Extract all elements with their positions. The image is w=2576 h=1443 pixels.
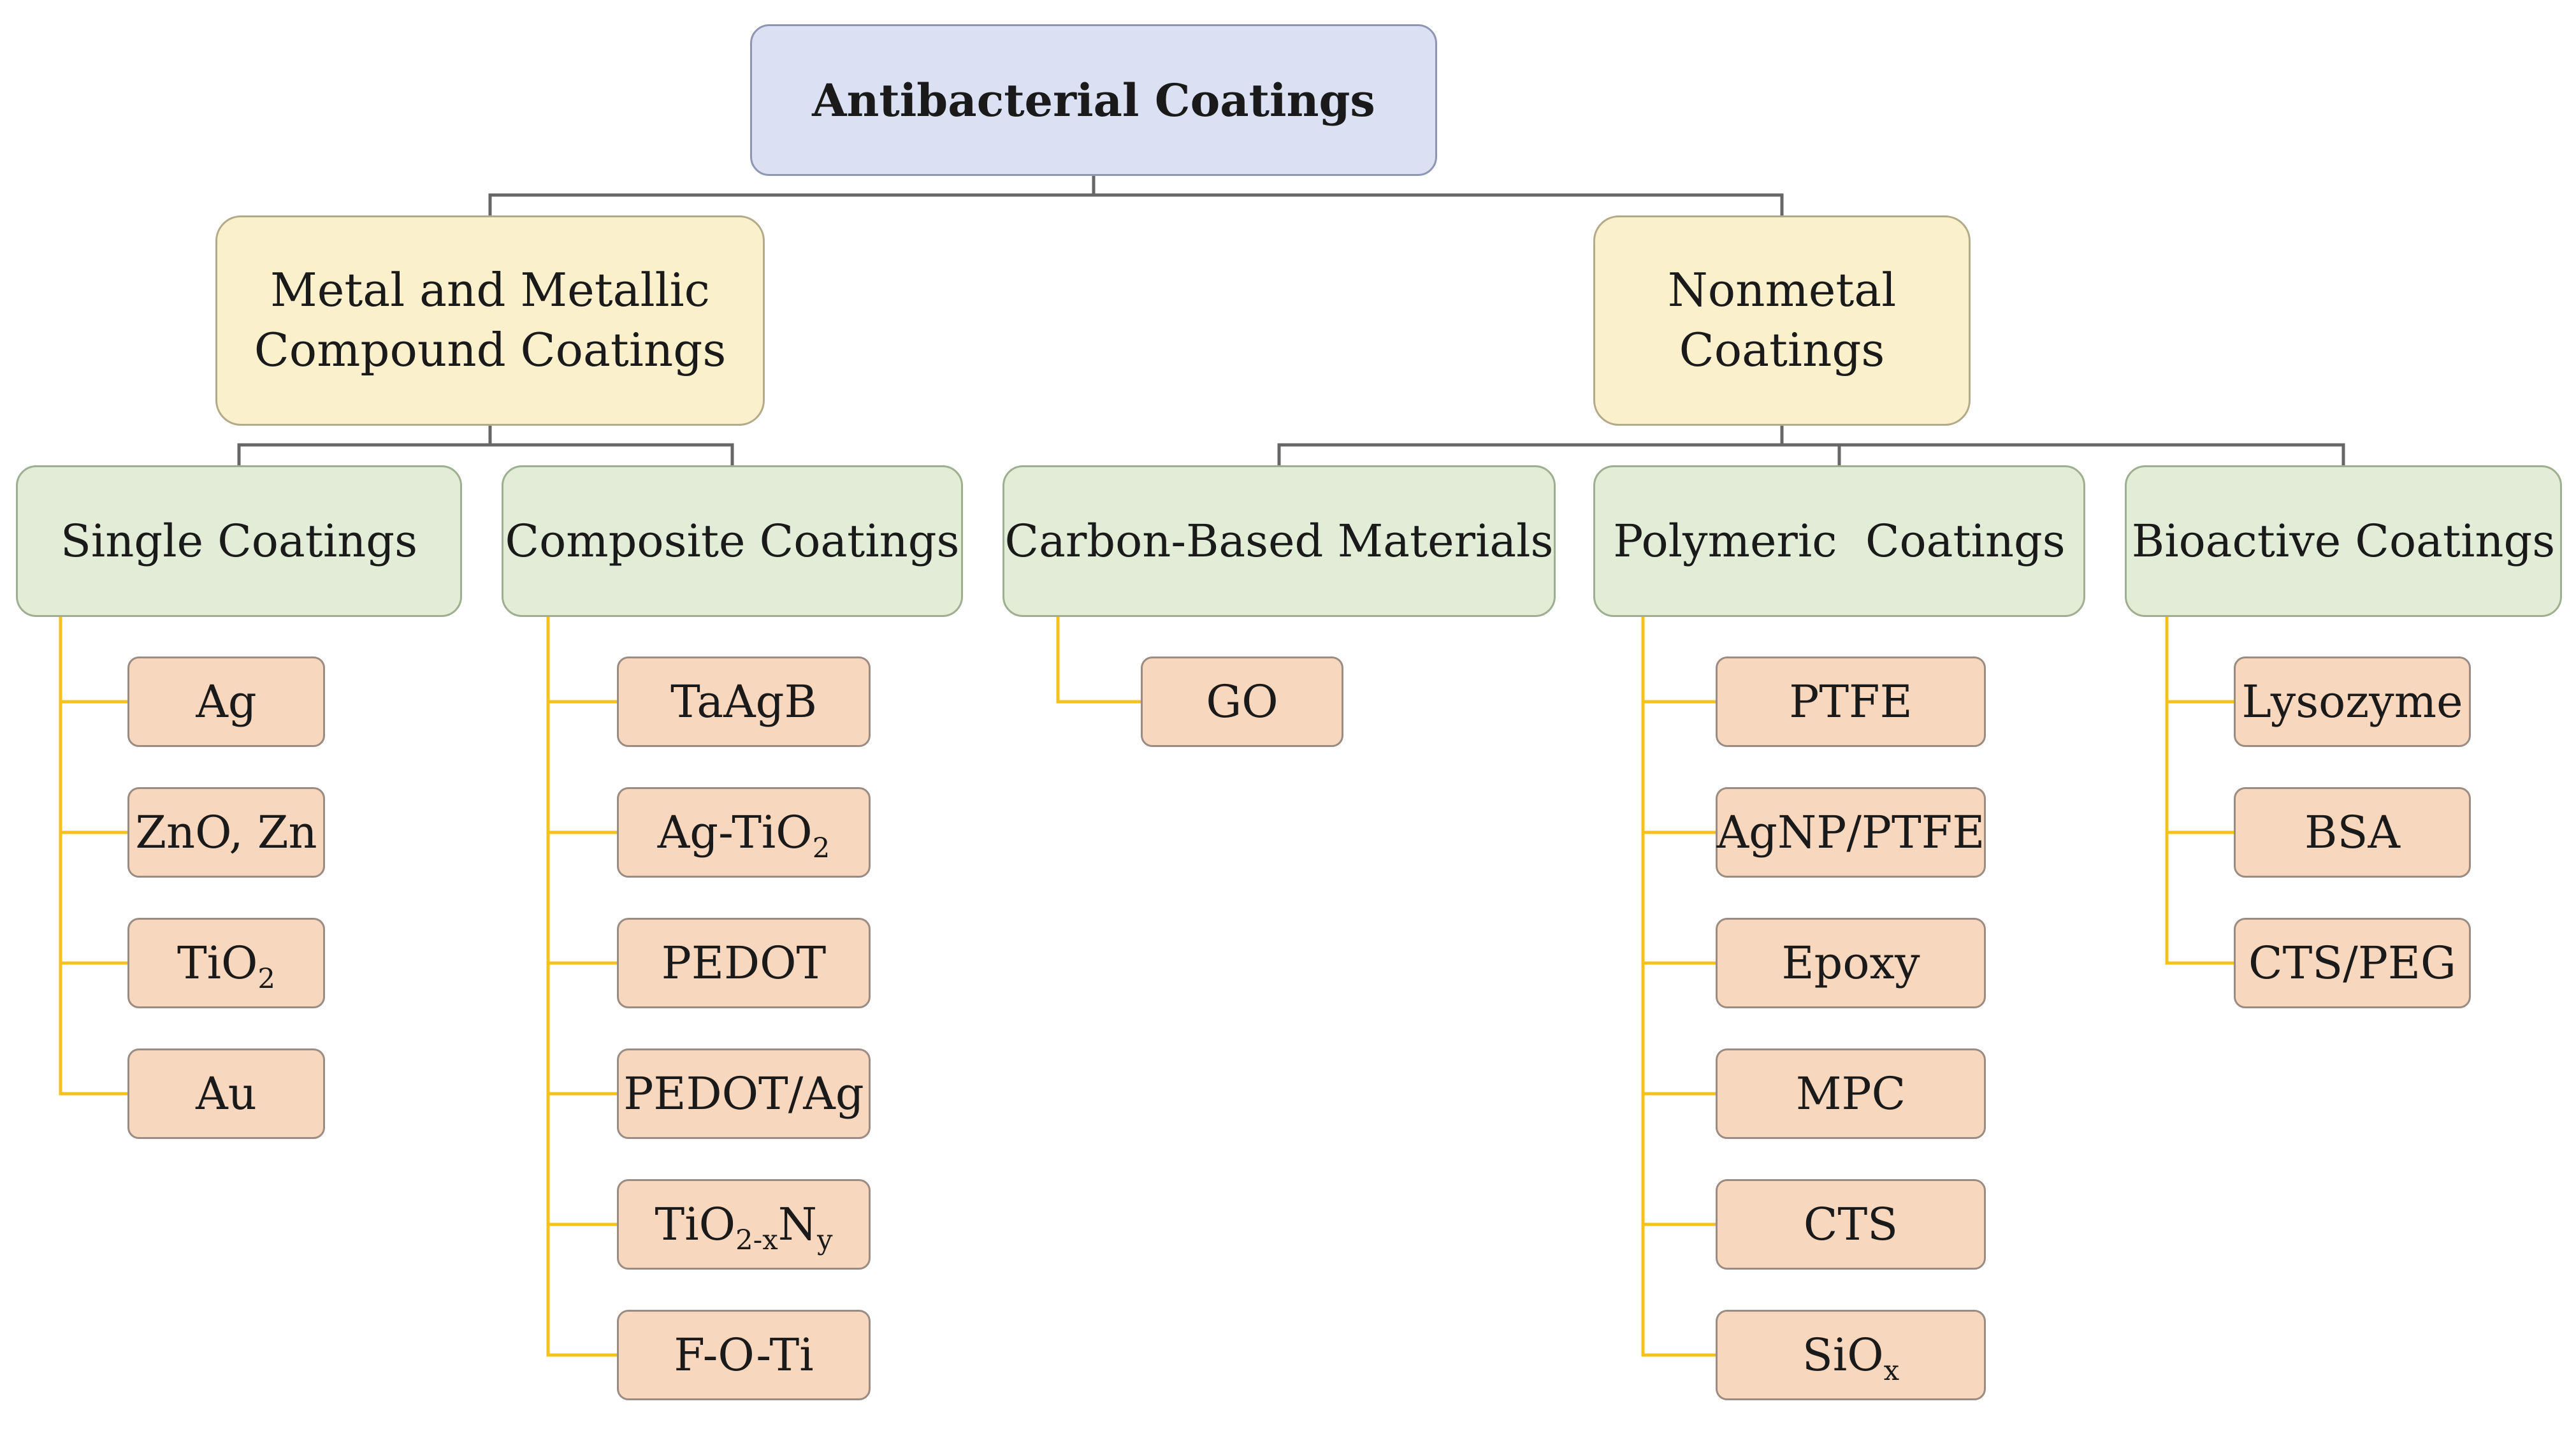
- group-label-bioactive-coatings: Bioactive Coatings: [2131, 514, 2556, 567]
- leaf-subscript: 2: [812, 832, 830, 864]
- leaf-node: Au: [127, 1048, 325, 1139]
- leaf-node: ZnO, Zn: [127, 787, 325, 878]
- leaf-node: TaAgB: [617, 656, 871, 747]
- leaf-node: BSA: [2234, 787, 2471, 878]
- leaf-label: PEDOT/Ag: [623, 1065, 864, 1123]
- leaf-node: PEDOT: [617, 918, 871, 1008]
- leaf-subscript: 2-x: [735, 1224, 778, 1256]
- leaf-label: Au: [196, 1065, 257, 1123]
- leaf-label: CTS: [1804, 1196, 1898, 1254]
- leaf-node: Lysozyme: [2234, 656, 2471, 747]
- leaf-label: TiO2: [177, 934, 276, 995]
- leaf-text: Ag-TiO: [657, 806, 813, 859]
- leaf-text: PEDOT: [661, 936, 827, 989]
- leaf-node: GO: [1141, 656, 1343, 747]
- leaf-label: Ag-TiO2: [658, 804, 830, 862]
- group-label-carbon-based-materials: Carbon-Based Materials: [1004, 514, 1554, 567]
- category-metal-label-line-1: Metal and Metallic: [270, 263, 710, 317]
- leaf-text: SiO: [1802, 1328, 1884, 1381]
- group-node-composite-coatings: Composite Coatings: [502, 465, 963, 617]
- leaf-label: BSA: [2305, 804, 2400, 862]
- group-node-polymeric-coatings: Polymeric Coatings: [1593, 465, 2085, 617]
- leaf-node: F-O-Ti: [617, 1310, 871, 1400]
- leaf-text: MPC: [1795, 1067, 1906, 1120]
- leaf-text: Lysozyme: [2241, 675, 2463, 728]
- leaf-subscript: x: [1883, 1354, 1900, 1387]
- group-label-composite-coatings: Composite Coatings: [505, 514, 960, 567]
- leaf-node: AgNP/PTFE: [1716, 787, 1986, 878]
- leaf-label: Lysozyme: [2241, 673, 2463, 731]
- leaf-label: GO: [1206, 673, 1278, 731]
- leaf-node: Ag-TiO2: [617, 787, 871, 878]
- leaf-label: F-O-Ti: [674, 1326, 813, 1384]
- root-label: Antibacterial Coatings: [812, 73, 1375, 127]
- category-nonmetal-label-line-1: Nonmetal: [1667, 263, 1897, 317]
- group-node-single-coatings: Single Coatings: [16, 465, 462, 617]
- leaf-label: Epoxy: [1781, 934, 1920, 992]
- leaf-subscript: 2: [257, 962, 276, 995]
- leaf-node: CTS/PEG: [2234, 918, 2471, 1008]
- leaf-label: MPC: [1796, 1065, 1906, 1123]
- leaf-text: TiO: [655, 1198, 735, 1251]
- group-node-carbon-based-materials: Carbon-Based Materials: [1002, 465, 1556, 617]
- leaf-text: PEDOT/Ag: [623, 1067, 864, 1120]
- leaf-node: CTS: [1716, 1179, 1986, 1270]
- group-node-bioactive-coatings: Bioactive Coatings: [2125, 465, 2562, 617]
- leaf-node: PEDOT/Ag: [617, 1048, 871, 1139]
- category-nonmetal-label-line-2: Coatings: [1679, 323, 1885, 377]
- leaf-node: Ag: [127, 656, 325, 747]
- leaf-node: MPC: [1716, 1048, 1986, 1139]
- leaf-node: PTFE: [1716, 656, 1986, 747]
- leaf-label: PEDOT: [662, 934, 826, 992]
- leaf-subscript-2: y: [816, 1224, 833, 1256]
- group-label-single-coatings: Single Coatings: [60, 514, 418, 567]
- category-metal-label-line-2: Compound Coatings: [254, 323, 727, 377]
- leaf-node: TiO2-xNy: [617, 1179, 871, 1270]
- leaf-node: Epoxy: [1716, 918, 1986, 1008]
- leaf-text: F-O-Ti: [674, 1328, 814, 1381]
- leaf-text: CTS/PEG: [2248, 936, 2456, 989]
- category-metal-node: Metal and Metallic Compound Coatings: [215, 215, 765, 426]
- root-node: Antibacterial Coatings: [750, 24, 1437, 176]
- leaf-label: CTS/PEG: [2248, 934, 2456, 992]
- leaf-label: TiO2-xNy: [655, 1196, 833, 1254]
- leaf-text: AgNP/PTFE: [1716, 806, 1985, 859]
- leaf-label: SiOx: [1802, 1326, 1900, 1387]
- leaf-text: TiO: [177, 936, 258, 989]
- leaf-label: Ag: [196, 673, 256, 731]
- leaf-text: GO: [1206, 675, 1278, 728]
- leaf-label: PTFE: [1789, 673, 1912, 731]
- leaf-text-2: N: [778, 1198, 817, 1251]
- leaf-text: Au: [196, 1067, 257, 1120]
- leaf-text: Ag: [196, 675, 257, 728]
- leaf-text: TaAgB: [670, 675, 817, 728]
- leaf-text: Epoxy: [1781, 936, 1920, 989]
- leaf-text: BSA: [2305, 806, 2400, 859]
- leaf-text: ZnO, Zn: [135, 806, 317, 859]
- leaf-label: TaAgB: [670, 673, 817, 731]
- leaf-text: CTS: [1803, 1198, 1899, 1251]
- group-label-polymeric-coatings: Polymeric Coatings: [1613, 514, 2066, 567]
- leaf-node: SiOx: [1716, 1310, 1986, 1400]
- leaf-node: TiO2: [127, 918, 325, 1008]
- leaf-label: AgNP/PTFE: [1717, 804, 1985, 862]
- leaf-label: ZnO, Zn: [135, 804, 317, 862]
- category-nonmetal-node: Nonmetal Coatings: [1593, 215, 1971, 426]
- leaf-text: PTFE: [1789, 675, 1913, 728]
